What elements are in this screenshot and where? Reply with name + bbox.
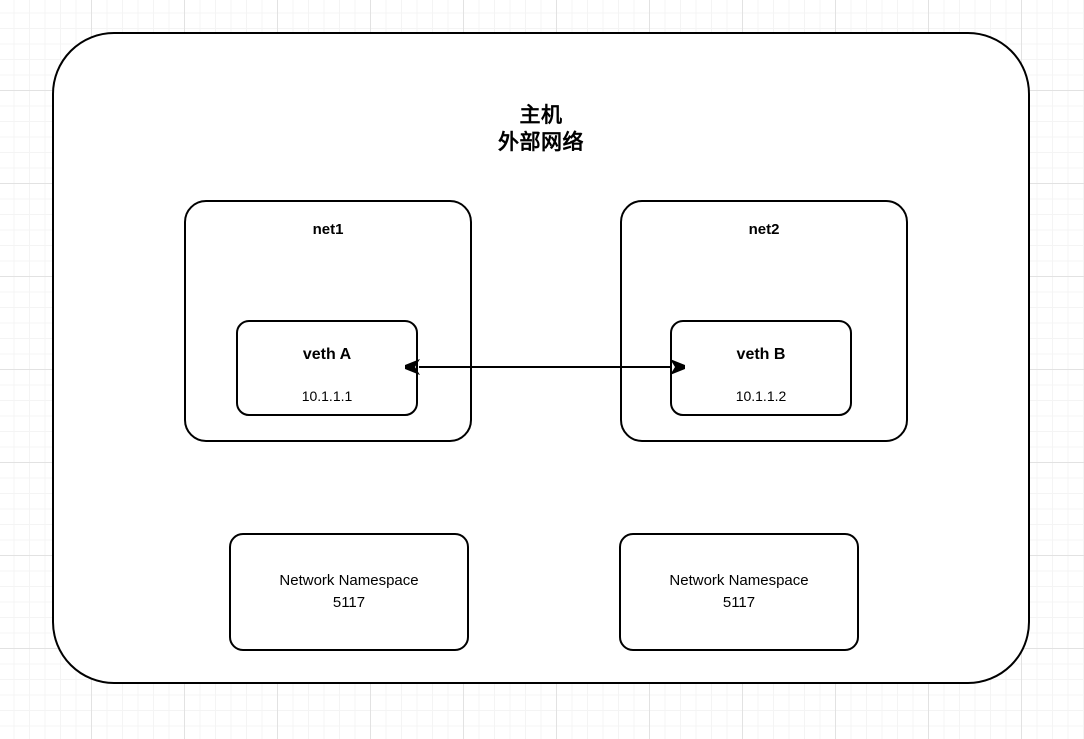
veth-b-ip: 10.1.1.2 [735, 388, 787, 404]
veth-a-ip: 10.1.1.1 [301, 388, 353, 404]
namespace-box-right [619, 533, 859, 651]
namespace-right-title: Network Namespace [669, 572, 809, 589]
namespace-left-text: Network Namespace 5117 [229, 570, 469, 614]
veth-b-name: veth B [736, 346, 786, 363]
namespace-box-left [229, 533, 469, 651]
net2-label: net2 [748, 221, 780, 238]
veth-pair-connector-arrow [405, 359, 685, 375]
namespace-left-pid: 5117 [332, 593, 366, 611]
namespace-left-title: Network Namespace [279, 572, 419, 589]
namespace-right-text: Network Namespace 5117 [619, 570, 859, 614]
host-title-line1: 主机 [519, 104, 563, 127]
host-title-line2: 外部网络 [498, 130, 584, 154]
net1-label: net1 [312, 221, 344, 238]
host-title: 主机 外部网络 [52, 103, 1030, 157]
namespace-right-pid: 5117 [722, 593, 756, 611]
veth-a-name: veth A [302, 346, 352, 363]
